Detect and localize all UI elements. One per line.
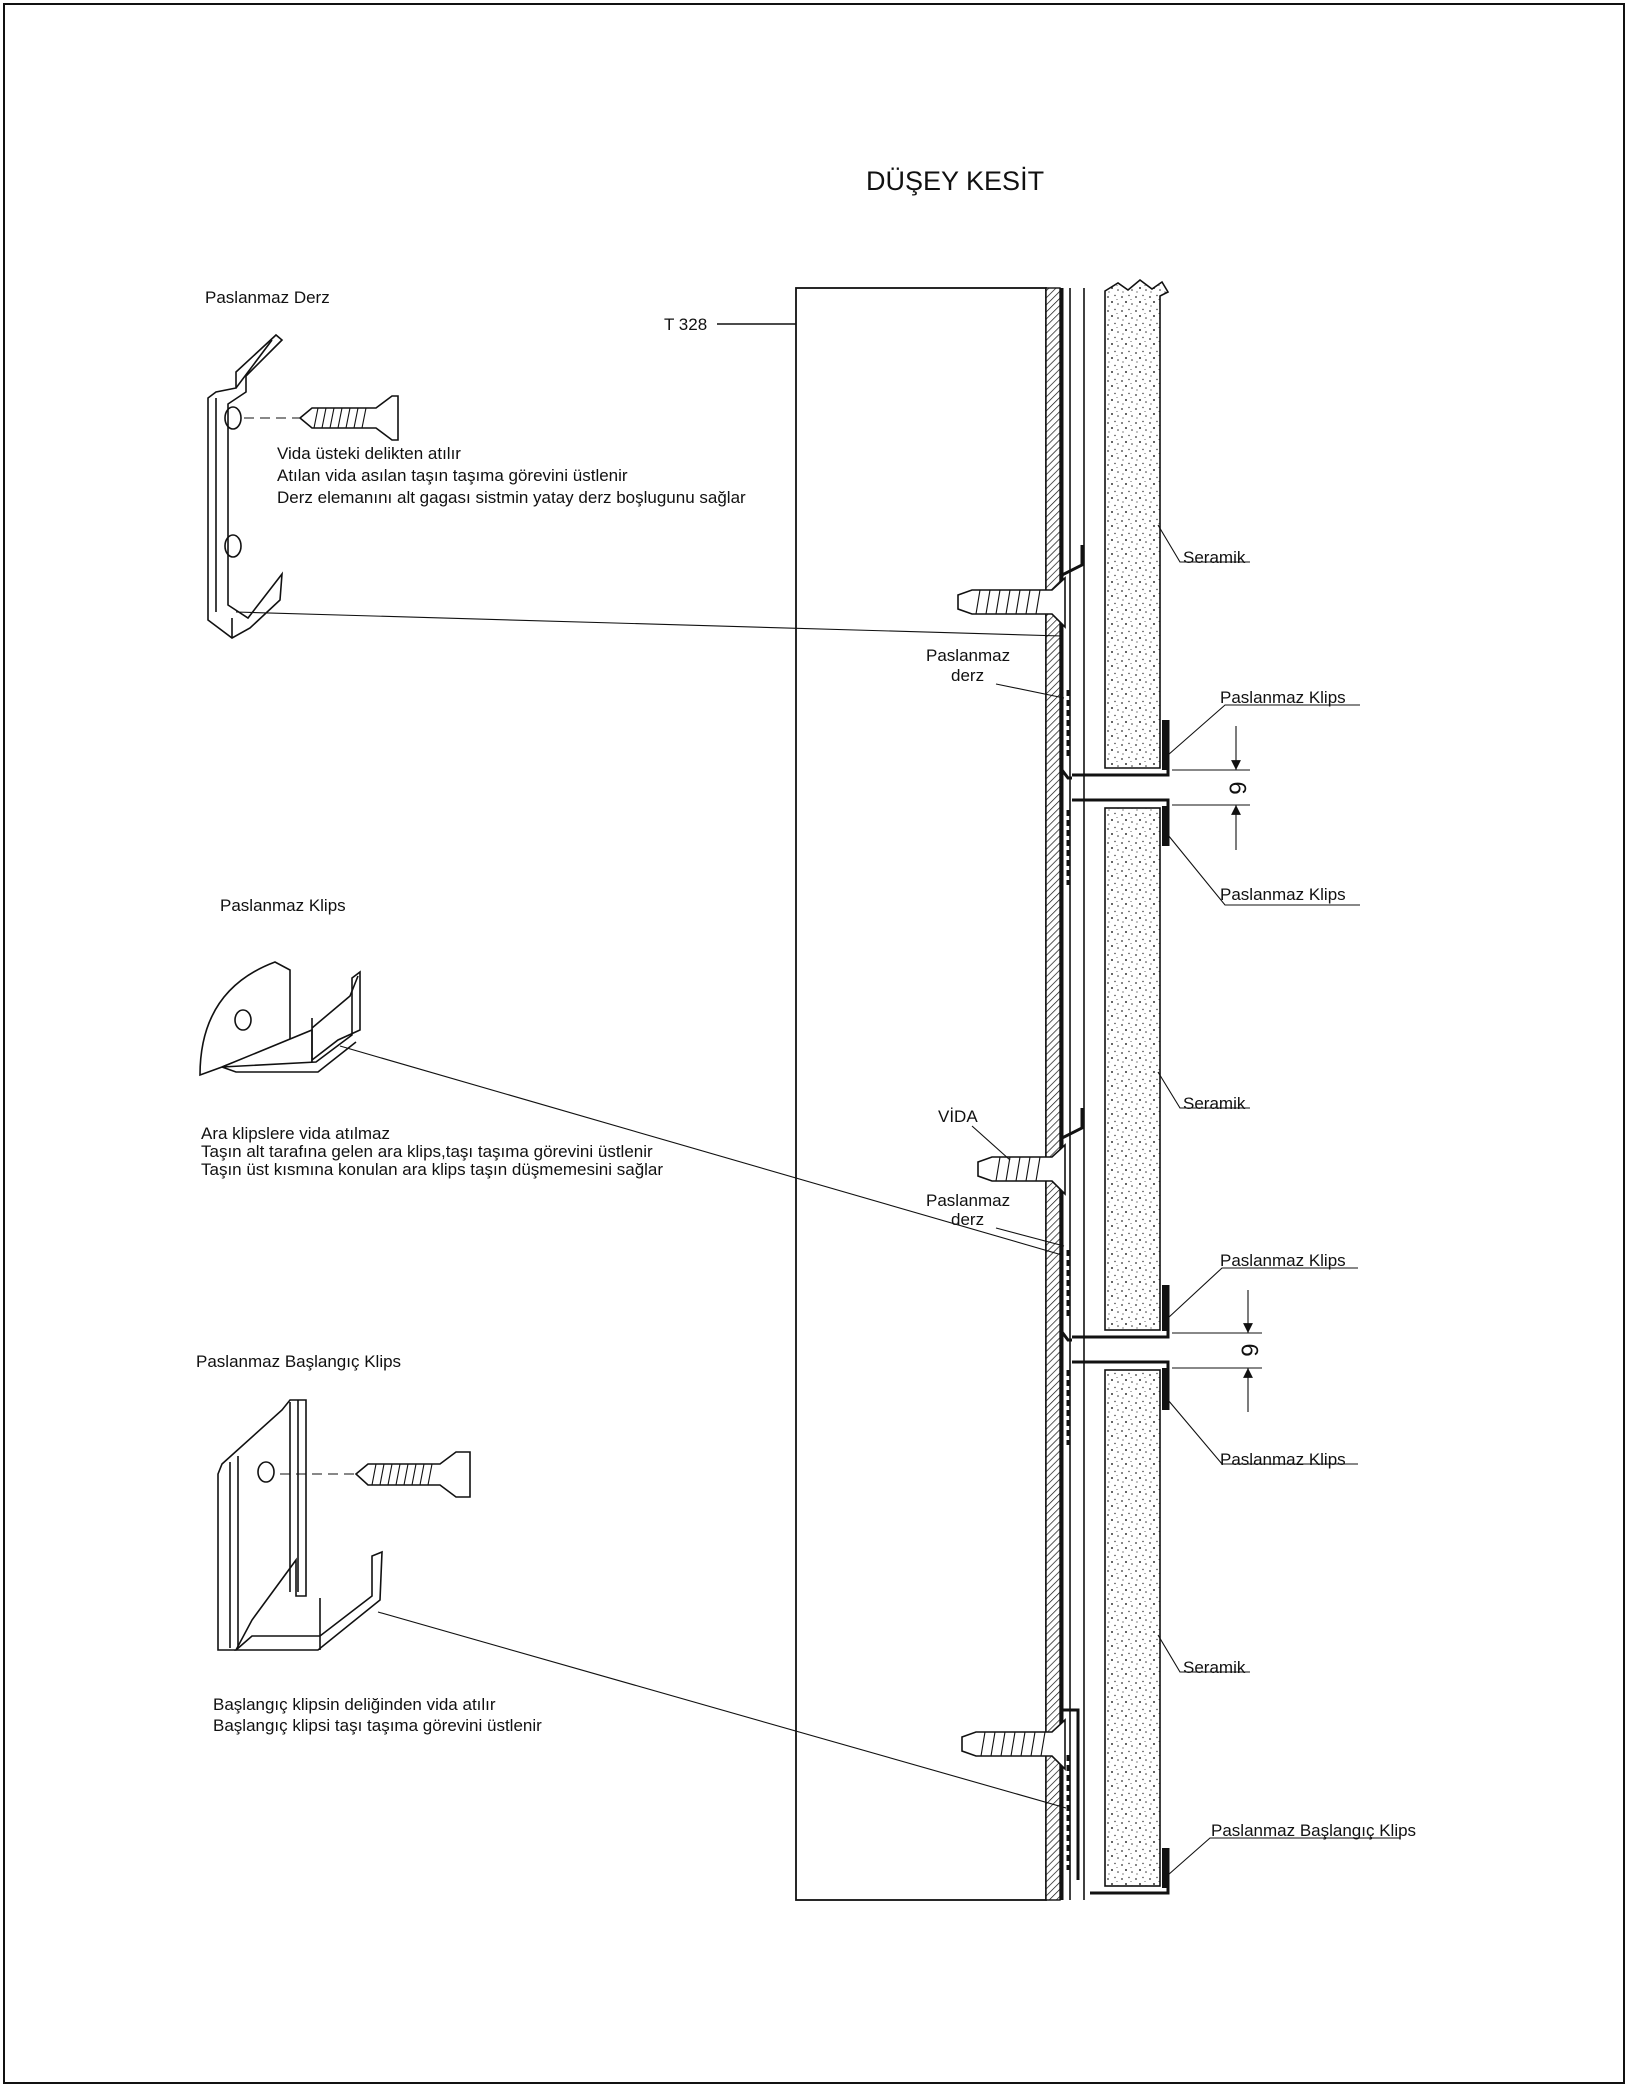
label-derz-2a: Paslanmaz xyxy=(926,1191,1010,1210)
klips-note-2: Taşın alt tarafına gelen ara klips,taşı … xyxy=(201,1142,653,1161)
ceramic-tile-1 xyxy=(1104,278,1170,769)
klips-note-3: Taşın üst kısmına konulan ara klips taşı… xyxy=(201,1160,663,1179)
label-derz-1b: derz xyxy=(951,666,984,685)
main-section: T 328 xyxy=(664,278,1416,1901)
label-klips-4: Paslanmaz Klips xyxy=(1220,1450,1346,1469)
baslangic-note-1: Başlangıç klipsin deliğinden vida atılır xyxy=(213,1695,496,1714)
panel-code-label: T 328 xyxy=(664,315,707,334)
section-screw-1 xyxy=(957,576,1066,629)
label-klips-2: Paslanmaz Klips xyxy=(1220,885,1346,904)
svg-text:6: 6 xyxy=(1236,1343,1263,1356)
detail-derz: Paslanmaz Derz Vida üsteki delikten atıl… xyxy=(205,288,1063,639)
derz-note-1: Vida üsteki delikten atılır xyxy=(277,444,461,463)
section-screw-2 xyxy=(977,1143,1066,1196)
label-seramik-2: Seramik xyxy=(1183,1094,1246,1113)
substrate-layer xyxy=(1045,287,1061,1901)
label-baslangic-klips: Paslanmaz Başlangıç Klips xyxy=(1211,1821,1416,1840)
backing-panel xyxy=(795,287,1047,1901)
baslangic-note-2: Başlangıç klipsi taşı taşıma görevini üs… xyxy=(213,1716,542,1735)
label-derz-1a: Paslanmaz xyxy=(926,646,1010,665)
joint-profile-1 xyxy=(1060,545,1084,780)
label-derz-2b: derz xyxy=(951,1210,984,1229)
label-klips-1: Paslanmaz Klips xyxy=(1220,688,1346,707)
klips-note-1: Ara klipslere vida atılmaz xyxy=(201,1124,390,1143)
label-seramik-3: Seramik xyxy=(1183,1658,1246,1677)
derz-note-3: Derz elemanını alt gagası sistmin yatay … xyxy=(277,488,746,507)
gap-dimension-1: 6 xyxy=(1172,726,1251,850)
baslangic-heading: Paslanmaz Başlangıç Klips xyxy=(196,1352,401,1371)
klips-heading: Paslanmaz Klips xyxy=(220,896,346,915)
gap-dimension-2: 6 xyxy=(1172,1290,1263,1412)
svg-text:6: 6 xyxy=(1224,781,1251,794)
ceramic-tile-3 xyxy=(1104,1369,1161,1887)
joint-profile-2 xyxy=(1060,1108,1084,1342)
label-vida: VİDA xyxy=(938,1107,978,1126)
detail-baslangic-klips: Paslanmaz Başlangıç Klips Başlangıç klip… xyxy=(196,1352,1067,1809)
detail-klips: Paslanmaz Klips Ara klipslere vida atılm… xyxy=(199,896,1063,1256)
label-seramik-1: Seramik xyxy=(1183,548,1246,567)
section-screw-3 xyxy=(961,1718,1066,1771)
derz-heading: Paslanmaz Derz xyxy=(205,288,330,307)
derz-note-2: Atılan vida asılan taşın taşıma görevini… xyxy=(277,466,628,485)
ceramic-tile-2 xyxy=(1104,807,1161,1331)
label-klips-3: Paslanmaz Klips xyxy=(1220,1251,1346,1270)
drawing-title: DÜŞEY KESİT xyxy=(866,165,1044,196)
sheet-border xyxy=(3,3,1625,2084)
